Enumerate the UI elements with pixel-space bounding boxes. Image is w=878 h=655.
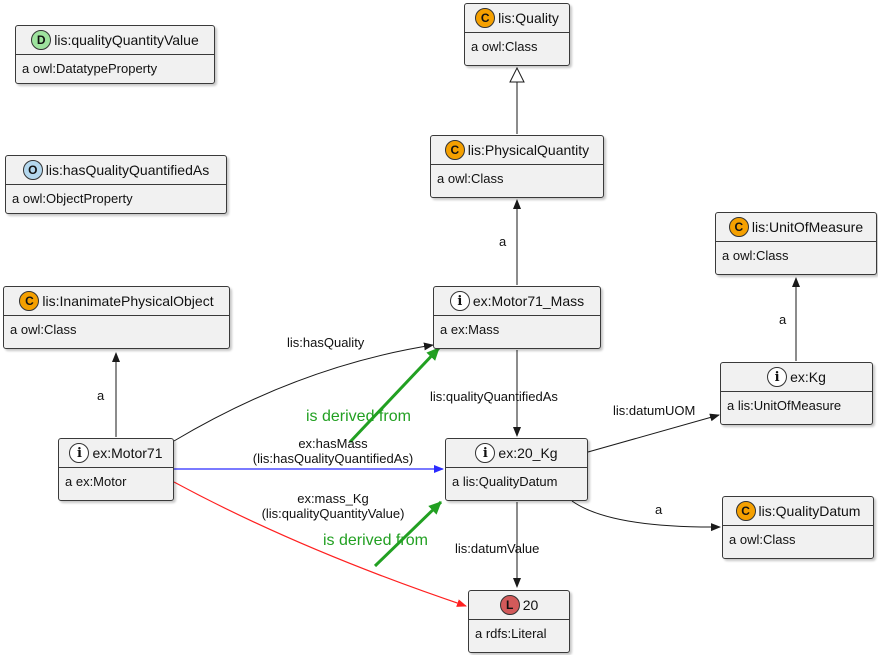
individual-badge-icon: i	[475, 443, 496, 463]
edge-label-a-motor71: a	[97, 388, 105, 403]
literal-badge-icon: L	[499, 595, 520, 615]
edge-label-has-quality: lis:hasQuality	[287, 335, 365, 350]
node-type: a owl:DatatypeProperty	[22, 61, 158, 76]
edge-label-datum-value: lis:datumValue	[455, 541, 540, 556]
object-property-badge-icon: O	[22, 160, 43, 180]
node-name: lis:hasQualityQuantifiedAs	[45, 162, 210, 178]
node-name: ex:Motor71_Mass	[472, 293, 585, 309]
individual-badge-icon: i	[767, 367, 788, 387]
node-type: a owl:Class	[10, 322, 77, 337]
edge-datum-uom	[587, 413, 720, 453]
class-badge-icon: C	[735, 501, 756, 521]
edge-mass-kg	[173, 481, 467, 607]
edge-label-a-kg: a	[779, 312, 787, 327]
edge-label-mass-kg-property: (lis:qualityQuantityValue)	[261, 506, 405, 521]
node-type: a owl:Class	[471, 39, 538, 54]
node-type: a ex:Mass	[440, 322, 500, 337]
edge-label-has-mass-property: (lis:hasQualityQuantifiedAs)	[252, 451, 414, 466]
node-name: lis:PhysicalQuantity	[467, 142, 590, 158]
edge-label-datum-uom: lis:datumUOM	[613, 403, 696, 418]
edge-label-mass-kg: ex:mass_Kg (lis:qualityQuantityValue)	[238, 491, 428, 521]
derived-from-annotation-1: is derived from	[306, 408, 411, 425]
node-name: ex:Kg	[790, 369, 826, 385]
node-type: a owl:Class	[437, 171, 504, 186]
node-name: lis:QualityDatum	[758, 503, 861, 519]
edge-has-quality	[173, 342, 434, 442]
edge-label-has-mass: ex:hasMass (lis:hasQualityQuantifiedAs)	[238, 436, 428, 466]
edge-label-mass-kg-name: ex:mass_Kg	[297, 491, 369, 506]
class-badge-icon: C	[728, 217, 749, 237]
individual-badge-icon: i	[449, 291, 470, 311]
edge-label-quality-quantified-as: lis:qualityQuantifiedAs	[430, 389, 558, 404]
class-badge-icon: C	[475, 8, 496, 28]
class-badge-icon: C	[444, 140, 465, 160]
node-name: 20	[522, 597, 539, 613]
node-type: a owl:ObjectProperty	[12, 191, 133, 206]
derived-arrow-1	[348, 346, 441, 444]
derived-from-annotation-2: is derived from	[323, 532, 428, 549]
node-type: a owl:Class	[729, 532, 796, 547]
node-type: a owl:Class	[722, 248, 789, 263]
edge-type-kg20	[571, 500, 721, 532]
datatype-property-badge-icon: D	[31, 30, 52, 50]
edge-label-a-kg20: a	[655, 502, 663, 517]
node-name: lis:Quality	[498, 10, 559, 26]
node-name: lis:qualityQuantityValue	[54, 32, 199, 48]
individual-badge-icon: i	[69, 443, 90, 463]
node-type: a lis:UnitOfMeasure	[727, 398, 842, 413]
node-name: lis:InanimatePhysicalObject	[42, 293, 214, 309]
derived-arrow-2	[373, 500, 443, 568]
node-type: a ex:Motor	[65, 474, 127, 489]
node-name: ex:20_Kg	[498, 445, 558, 461]
node-type: a lis:QualityDatum	[452, 474, 558, 489]
node-name: ex:Motor71	[92, 445, 163, 461]
edge-label-has-mass-name: ex:hasMass	[298, 436, 368, 451]
class-badge-icon: C	[19, 291, 40, 311]
node-type: a rdfs:Literal	[475, 626, 547, 641]
node-name: lis:UnitOfMeasure	[751, 219, 864, 235]
edge-label-a-mass: a	[499, 234, 507, 249]
